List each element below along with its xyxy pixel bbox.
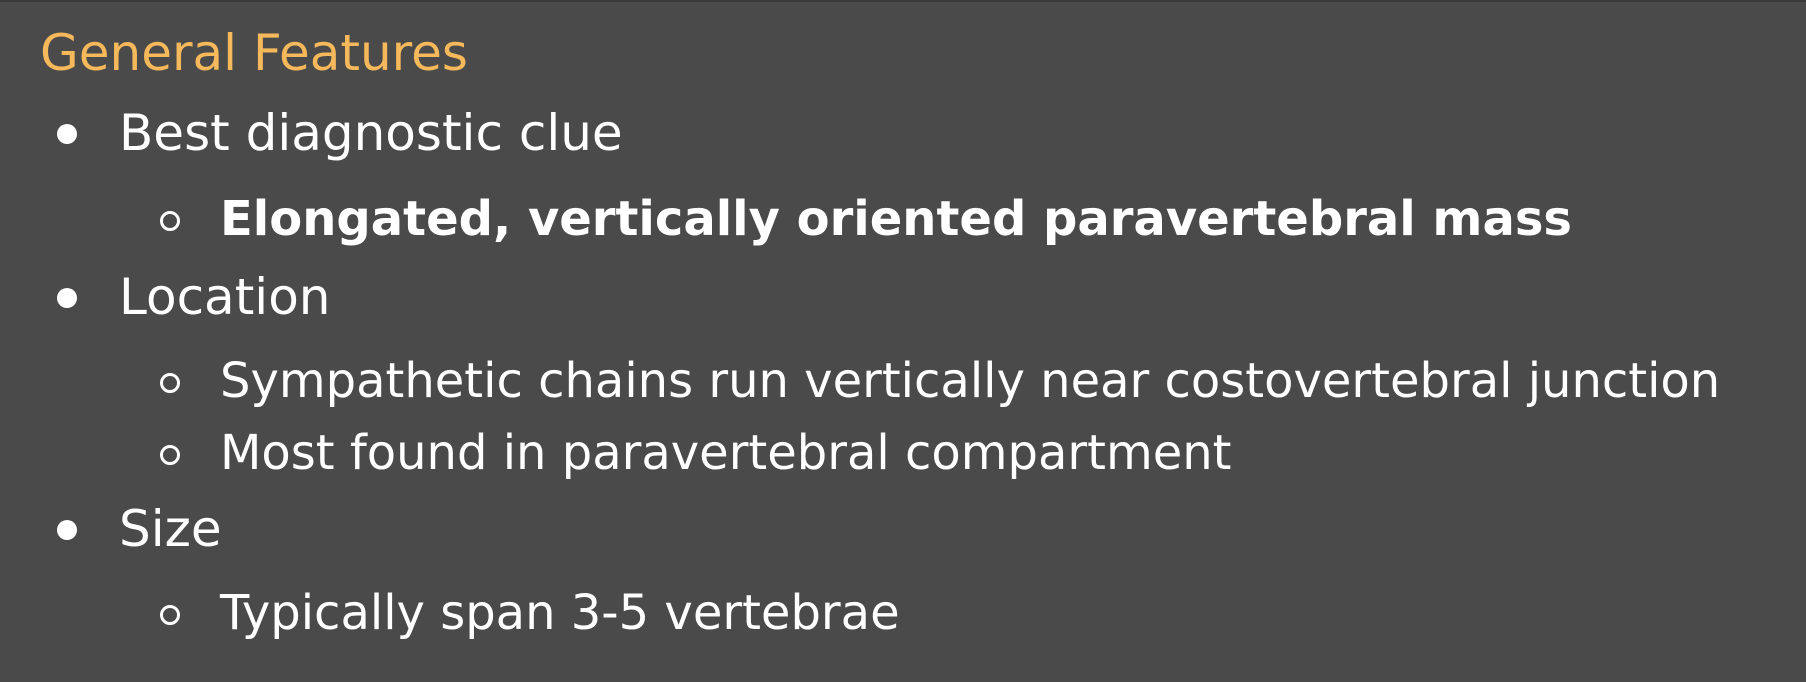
top-divider (0, 0, 1806, 2)
sub-item-paravertebral-compartment: Most found in paravertebral compartment (220, 425, 1232, 481)
sub-item-sympathetic-chains: Sympathetic chains run vertically near c… (220, 353, 1721, 409)
list-item-size: Size (119, 500, 222, 558)
bullet-ring-icon (160, 445, 180, 465)
bullet-dot-icon (57, 520, 77, 540)
bullet-dot-icon (57, 288, 77, 308)
list-item-location: Location (119, 268, 331, 326)
list-item-best-diagnostic-clue: Best diagnostic clue (119, 104, 623, 162)
bullet-ring-icon (160, 211, 180, 231)
sub-item-elongated-mass: Elongated, vertically oriented paraverte… (220, 191, 1572, 247)
sub-item-vertebrae-span: Typically span 3-5 vertebrae (220, 585, 900, 641)
slide-title: General Features (40, 24, 468, 82)
bullet-ring-icon (160, 373, 180, 393)
bullet-dot-icon (57, 124, 77, 144)
bullet-ring-icon (160, 605, 180, 625)
